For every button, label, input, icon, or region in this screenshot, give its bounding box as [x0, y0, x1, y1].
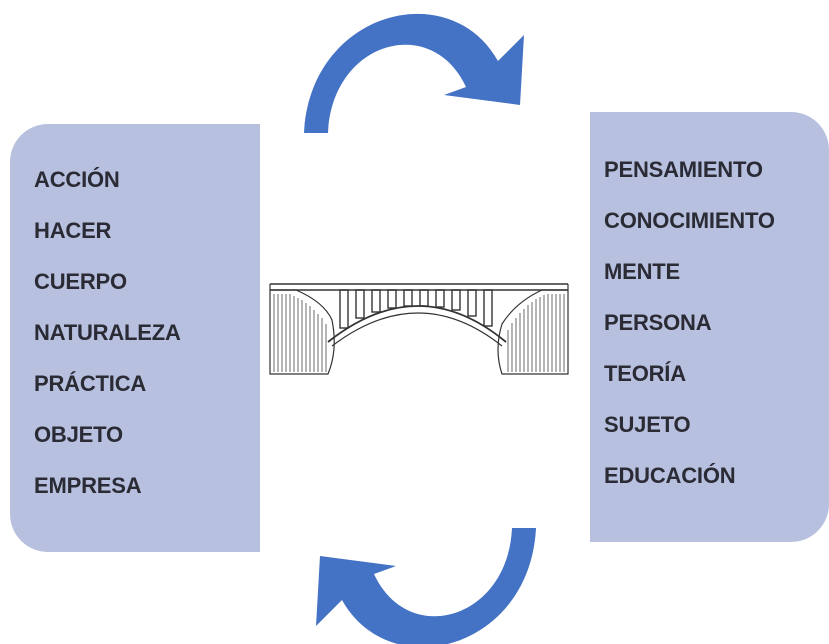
right-term: CONOCIMIENTO	[604, 208, 775, 233]
left-term: NATURALEZA	[34, 320, 181, 345]
right-term: MENTE	[604, 259, 681, 284]
right-term: EDUCACIÓN	[604, 463, 736, 488]
bridge-icon	[269, 283, 569, 375]
right-term: PERSONA	[604, 310, 712, 335]
left-concept-panel: ACCIÓN HACER CUERPO NATURALEZA PRÁCTICA …	[10, 124, 260, 552]
left-term: CUERPO	[34, 269, 127, 294]
left-term: PRÁCTICA	[34, 371, 147, 396]
right-concept-panel: PENSAMIENTO CONOCIMIENTO MENTE PERSONA T…	[590, 112, 829, 542]
right-term: PENSAMIENTO	[604, 157, 763, 182]
left-term: HACER	[34, 218, 112, 243]
curved-arrow-left-icon	[316, 528, 536, 644]
left-term: ACCIÓN	[34, 167, 120, 192]
right-term: SUJETO	[604, 412, 691, 437]
left-term: OBJETO	[34, 422, 123, 447]
right-term: TEORÍA	[604, 361, 686, 386]
curved-arrow-right-icon	[304, 13, 524, 134]
left-term: EMPRESA	[34, 473, 142, 498]
